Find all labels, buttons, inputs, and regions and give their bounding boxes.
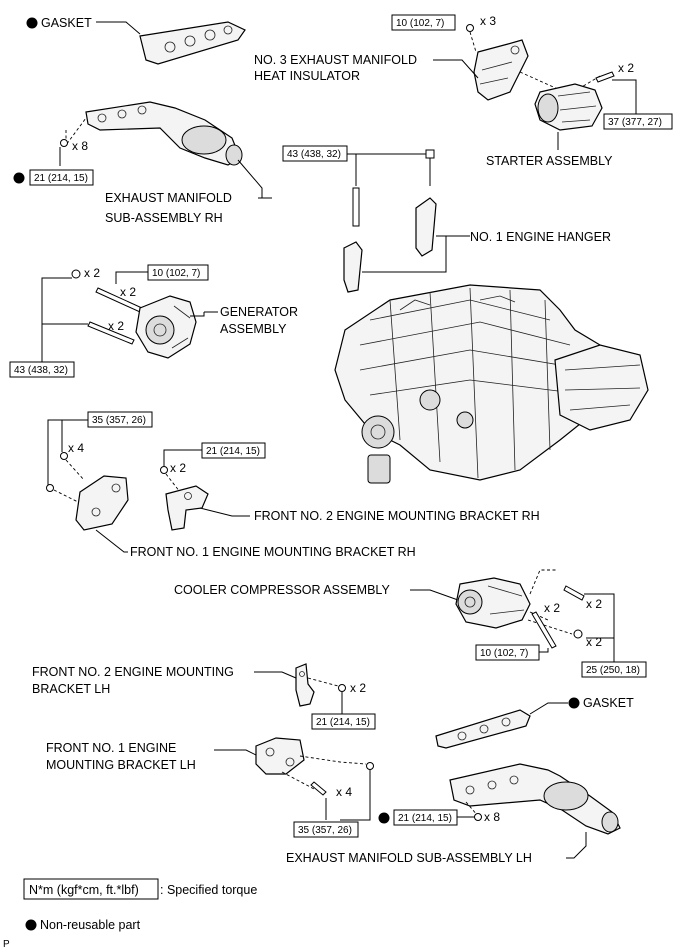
nut-icon	[160, 466, 168, 474]
gasket-lh-label: GASKET	[583, 696, 634, 710]
front-1-mount-rh-label: FRONT NO. 1 ENGINE MOUNTING BRACKET RH	[130, 545, 416, 559]
nonreusable-dot	[25, 919, 37, 931]
front-1-mount-lh-label-2: MOUNTING BRACKET LH	[46, 758, 196, 772]
bolt-icon	[466, 24, 474, 32]
front-2-mount-rh-label: FRONT NO. 2 ENGINE MOUNTING BRACKET RH	[254, 509, 540, 523]
torque-compressor-stud: 10 (102, 7)	[480, 648, 528, 659]
generator-label-2: ASSEMBLY	[220, 322, 287, 336]
bolt-icon	[425, 149, 435, 159]
stud-icon	[531, 611, 557, 649]
legend-torque-desc: : Specified torque	[160, 883, 257, 897]
qty-gen-stud: x 2	[120, 285, 136, 299]
nut-icon	[71, 269, 81, 279]
qty-heat-insulator: x 3	[480, 14, 496, 28]
engine-hanger-label: NO. 1 ENGINE HANGER	[470, 230, 611, 244]
heat-insulator-part	[473, 39, 529, 101]
qty-gen-bolt: x 2	[108, 319, 124, 333]
nonreusable-dot	[378, 812, 390, 824]
exhaust-manifold-rh-label-1: EXHAUST MANIFOLD	[105, 191, 232, 205]
torque-exh-rh: 21 (214, 15)	[34, 173, 88, 184]
compressor-label: COOLER COMPRESSOR ASSEMBLY	[174, 583, 390, 597]
front-2-mount-lh-label-2: BRACKET LH	[32, 682, 110, 696]
torque-front-1-rh: 35 (357, 26)	[92, 415, 146, 426]
exhaust-manifold-rh-group: EXHAUST MANIFOLD SUB-ASSEMBLY RH x 8 21 …	[13, 101, 272, 225]
torque-compressor-bolt: 25 (250, 18)	[586, 665, 640, 676]
torque-starter: 37 (377, 27)	[608, 117, 662, 128]
bolt-icon	[87, 321, 135, 345]
bolt-icon	[595, 71, 615, 83]
engine-hanger-group: 43 (438, 32) NO. 1 ENGINE HANGER	[282, 145, 611, 293]
qty-front-2-lh: x 2	[350, 681, 366, 695]
starter-group: x 2 37 (377, 27) STARTER ASSEMBLY	[486, 61, 673, 168]
legend-torque-unit: N*m (kgf*cm, ft.*lbf)	[29, 883, 139, 897]
stud-icon	[352, 187, 360, 227]
torque-front-1-lh: 35 (357, 26)	[298, 825, 352, 836]
front-1-mount-lh-label-1: FRONT NO. 1 ENGINE	[46, 741, 176, 755]
gasket-lh-group: GASKET	[435, 696, 634, 749]
gasket-rh-part	[139, 21, 246, 65]
torque-heat-insulator: 10 (102, 7)	[396, 18, 444, 29]
front-1-mount-lh-part	[255, 737, 305, 775]
legend: N*m (kgf*cm, ft.*lbf) : Specified torque…	[3, 878, 257, 950]
heat-insulator-group: 10 (102, 7) x 3 NO. 3 EXHAUST MANIFOLD H…	[254, 14, 529, 101]
engine-illustration	[334, 284, 649, 484]
gasket-rh-label: GASKET	[41, 16, 92, 30]
torque-front-2-rh: 21 (214, 15)	[206, 446, 260, 457]
qty-front-1-rh: x 4	[68, 441, 84, 455]
bolt-icon	[46, 484, 54, 492]
engine-hanger-part-2	[343, 241, 363, 293]
nonreusable-dot	[26, 17, 38, 29]
qty-front-2-rh: x 2	[170, 461, 186, 475]
torque-engine-hanger: 43 (438, 32)	[287, 149, 341, 160]
footer-code: P	[3, 939, 10, 950]
qty-exh-lh: x 8	[484, 810, 500, 824]
front-2-mount-lh-label-1: FRONT NO. 2 ENGINE MOUNTING	[32, 665, 234, 679]
front-1-mount-rh-part	[75, 475, 129, 531]
generator-label-1: GENERATOR	[220, 305, 298, 319]
torque-front-2-lh: 21 (214, 15)	[316, 717, 370, 728]
heat-insulator-label-2: HEAT INSULATOR	[254, 69, 360, 83]
torque-generator-bolt: 43 (438, 32)	[14, 365, 68, 376]
nut-icon	[573, 629, 583, 639]
nonreusable-dot	[568, 697, 580, 709]
heat-insulator-label-1: NO. 3 EXHAUST MANIFOLD	[254, 53, 417, 67]
qty-exh-rh: x 8	[72, 139, 88, 153]
nut-icon	[338, 684, 346, 692]
front-2-mount-rh-part	[165, 485, 209, 531]
front-1-mount-lh-group: FRONT NO. 1 ENGINE MOUNTING BRACKET LH x…	[46, 737, 374, 838]
torque-exh-lh: 21 (214, 15)	[398, 813, 452, 824]
nut-icon	[474, 813, 482, 821]
qty-comp-stud: x 2	[544, 601, 560, 615]
bolt-icon	[310, 781, 327, 796]
starter-label: STARTER ASSEMBLY	[486, 154, 613, 168]
torque-generator-stud: 10 (102, 7)	[152, 268, 200, 279]
qty-gen-nut: x 2	[84, 266, 100, 280]
qty-starter: x 2	[618, 61, 634, 75]
compressor-group: COOLER COMPRESSOR ASSEMBLY x 2 x 2 x 2 1…	[174, 569, 647, 678]
bolt-icon	[563, 585, 585, 601]
front-1-mount-rh-group: 35 (357, 26) x 4 FRONT NO. 1 ENGINE MOUN…	[46, 411, 416, 559]
nonreusable-dot	[13, 172, 25, 184]
exhaust-manifold-lh-group: 21 (214, 15) x 8 EXHAUST MANIFOLD SUB-AS…	[286, 763, 621, 865]
bolt-icon	[60, 452, 68, 460]
legend-nonreusable: Non-reusable part	[40, 918, 141, 932]
front-2-mount-rh-group: 21 (214, 15) x 2 FRONT NO. 2 ENGINE MOUN…	[160, 442, 540, 531]
qty-front-1-lh: x 4	[336, 785, 352, 799]
generator-group: x 2 10 (102, 7) x 2 x 2 43 (438, 32) GEN…	[9, 264, 298, 378]
exhaust-manifold-lh-part	[449, 763, 621, 835]
front-2-mount-lh-group: FRONT NO. 2 ENGINE MOUNTING BRACKET LH x…	[32, 663, 376, 730]
gasket-lh-part	[435, 709, 531, 749]
nut-icon	[60, 139, 68, 147]
engine-hanger-part-1	[415, 197, 437, 257]
bolt-icon	[366, 762, 374, 770]
qty-comp-bolt: x 2	[586, 597, 602, 611]
exhaust-manifold-lh-label: EXHAUST MANIFOLD SUB-ASSEMBLY LH	[286, 851, 532, 865]
exhaust-manifold-rh-label-2: SUB-ASSEMBLY RH	[105, 211, 223, 225]
gasket-rh-group: GASKET	[26, 16, 246, 65]
front-2-mount-lh-part	[295, 663, 315, 707]
qty-comp-nut: x 2	[586, 635, 602, 649]
